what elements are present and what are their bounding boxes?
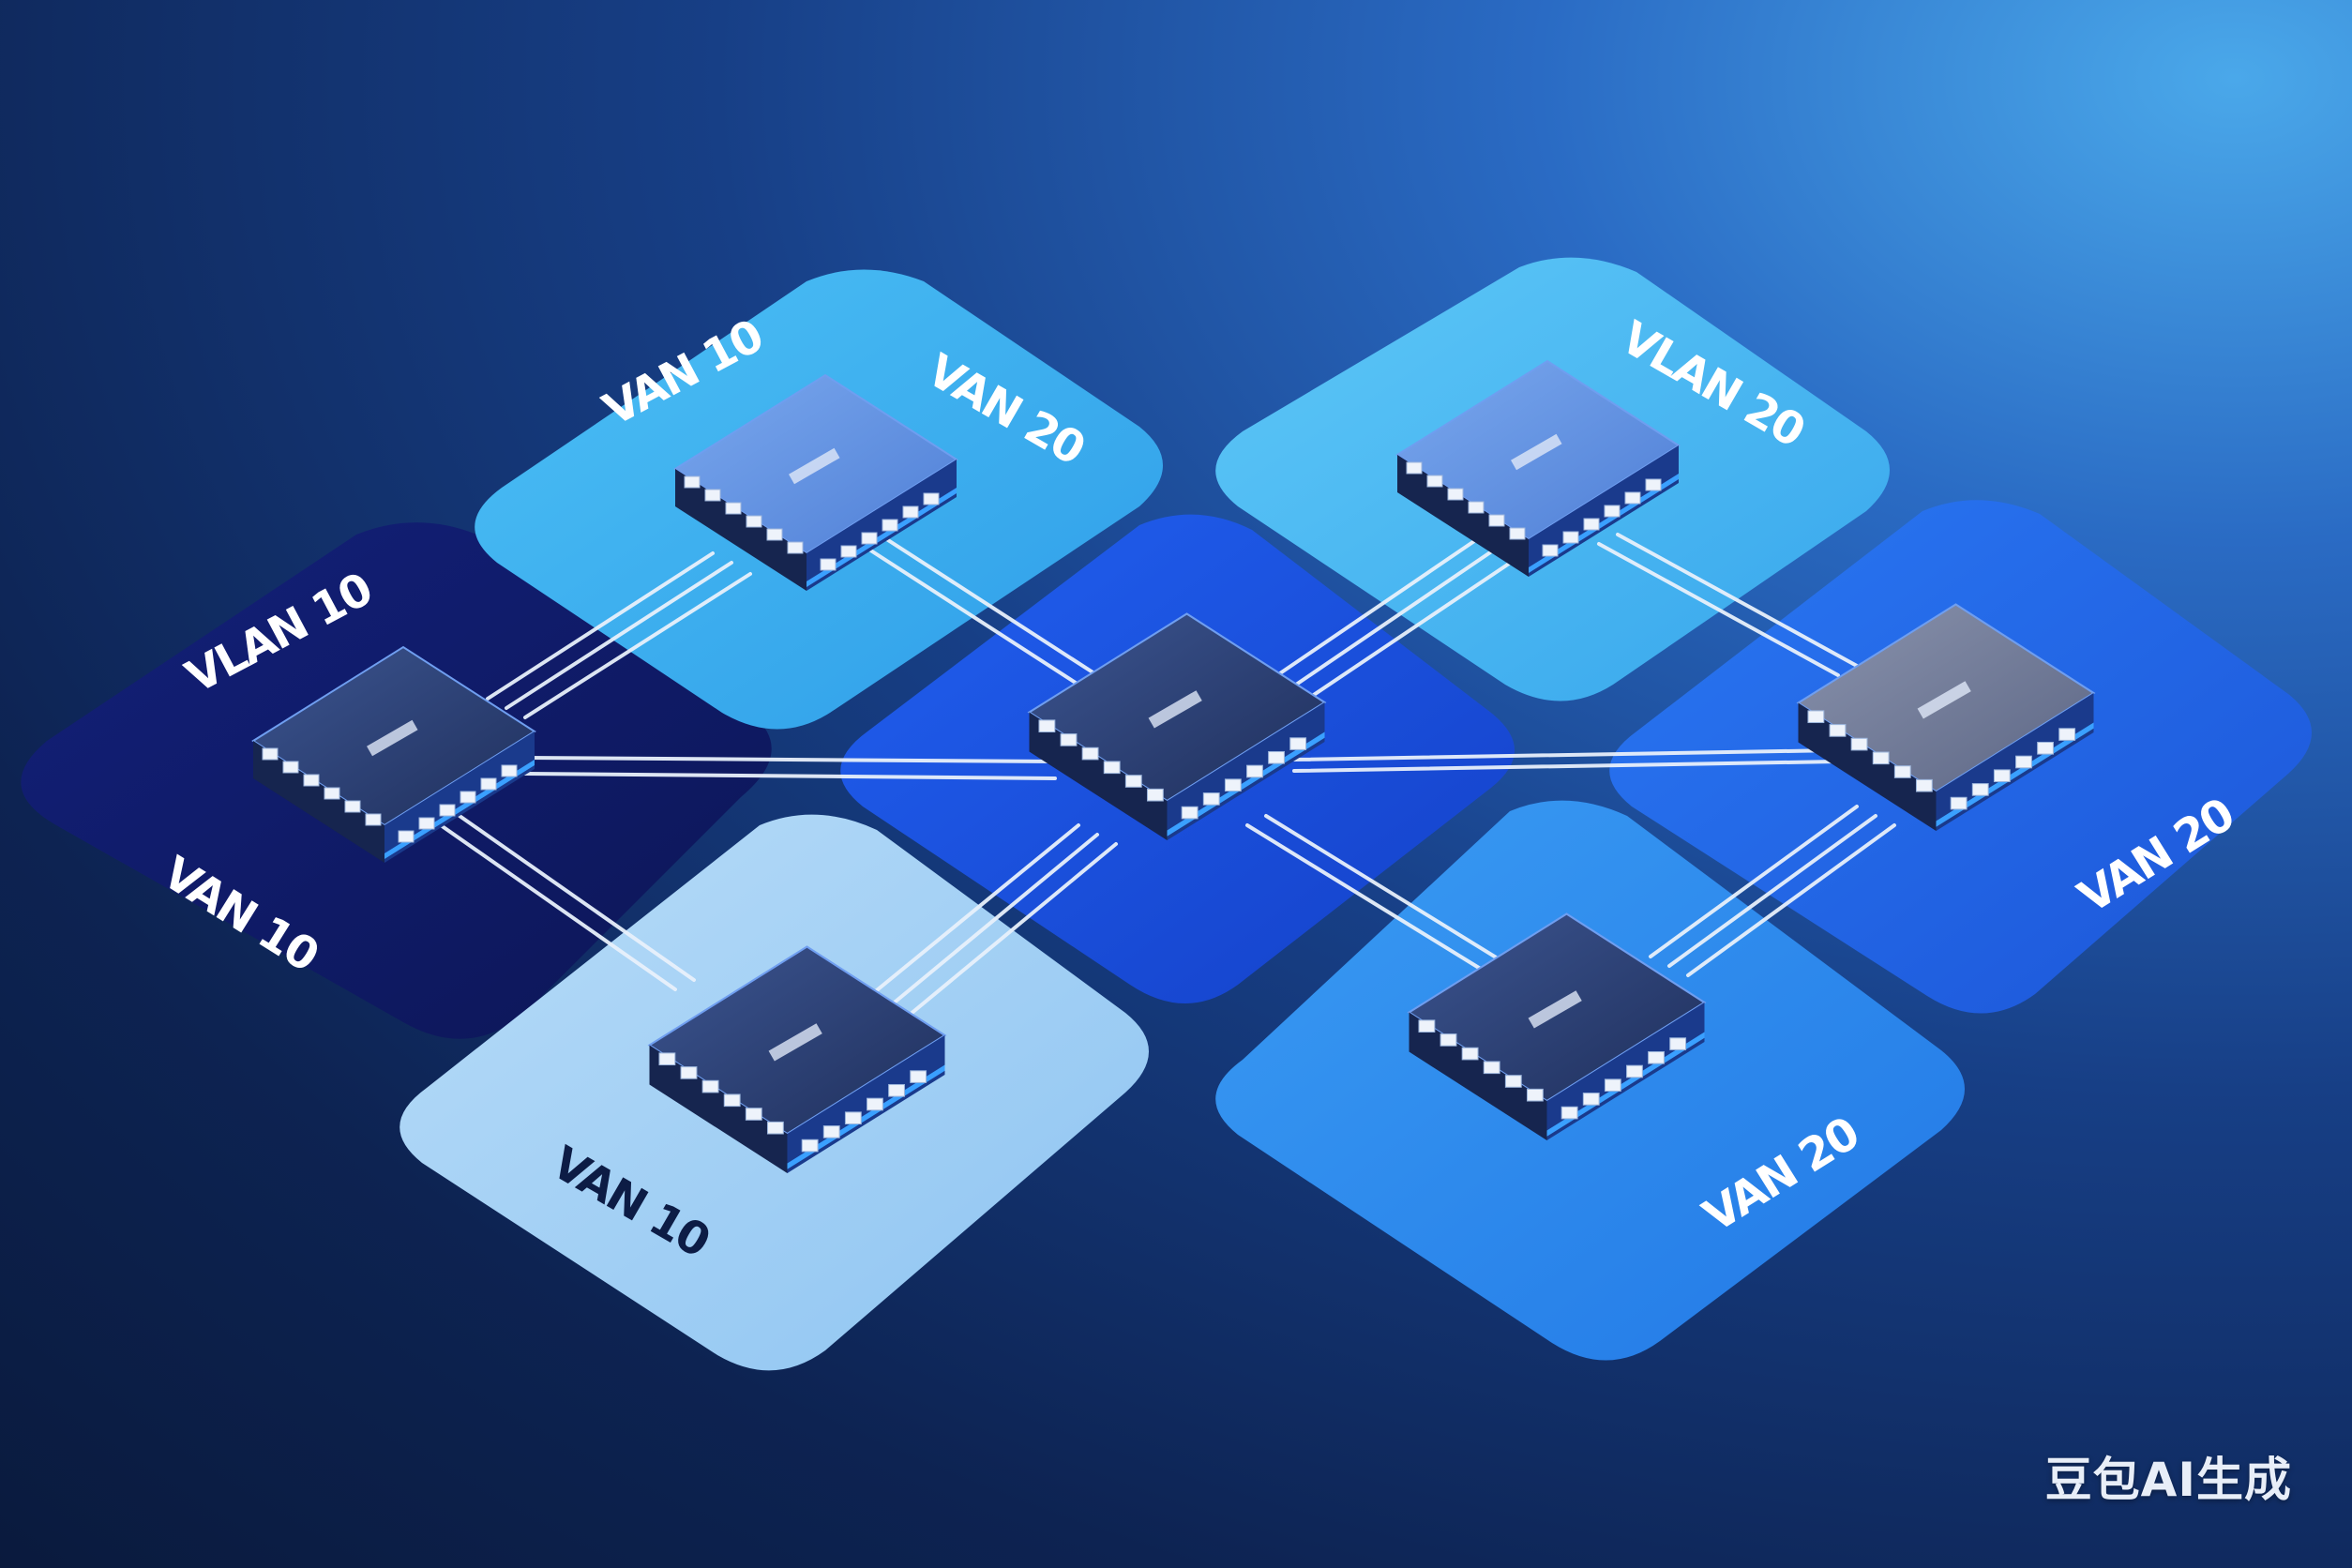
cable-center-topright	[1255, 537, 1516, 710]
cable-right-bottomright	[1649, 805, 1896, 977]
cable-center-right	[1292, 748, 1840, 773]
switch-bottom-right	[1407, 912, 1707, 1140]
switch-bottom-left	[647, 945, 947, 1173]
cable-topright-right	[1597, 533, 1859, 677]
cable-topleft-center	[852, 528, 1099, 686]
switch-center	[1027, 612, 1327, 840]
watermark: 豆包AI生成	[2044, 1453, 2292, 1507]
switch-left	[251, 645, 536, 863]
cable-left-bottomleft	[439, 814, 696, 991]
cable-center-bottomleft	[870, 823, 1118, 1017]
switches	[251, 359, 2096, 1173]
switch-right	[1796, 603, 2096, 831]
cable-left-center	[523, 756, 1057, 780]
cables	[439, 528, 1896, 1017]
cable-center-bottomright	[1245, 814, 1512, 977]
switch-top-right	[1395, 359, 1681, 577]
cable-left-topleft	[486, 551, 752, 719]
switch-top-left	[673, 373, 958, 591]
